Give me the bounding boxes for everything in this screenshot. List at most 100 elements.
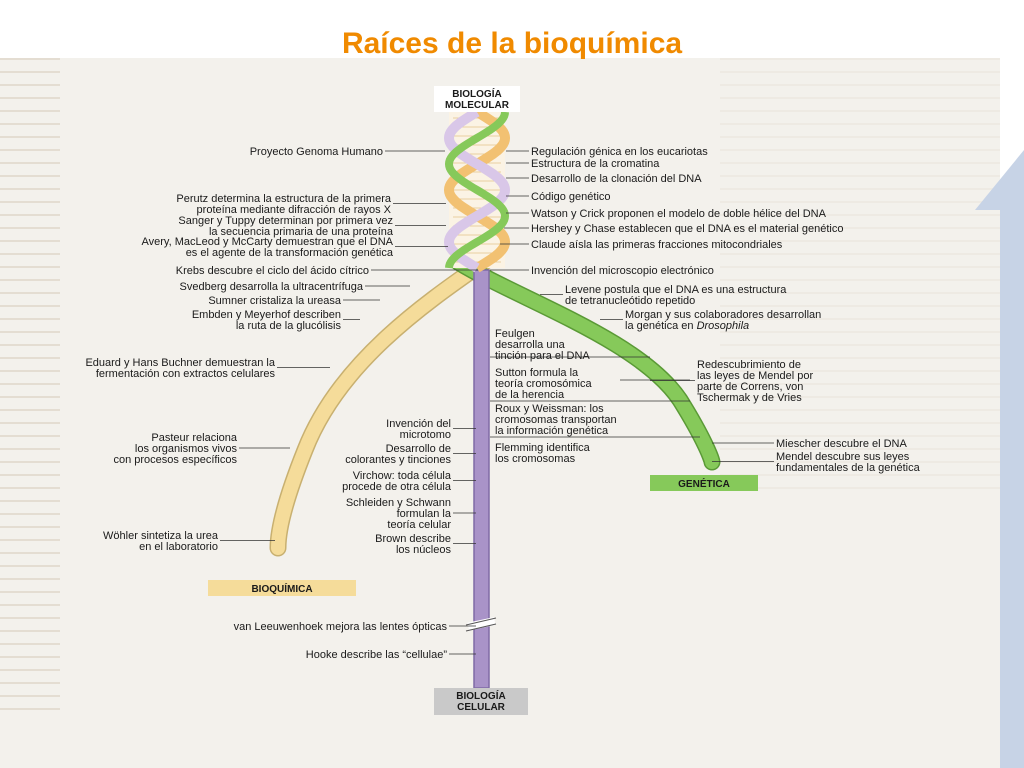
right-event-2-line-1: Estructura de la cromatina — [531, 158, 660, 170]
center-left-event-7: Hooke describe las “cellulae” — [306, 649, 448, 661]
right-event-6: Hershey y Chase establecen que el DNA es… — [531, 223, 843, 235]
right-event-13-line-1: Mendel descubre sus leyes — [776, 451, 910, 463]
left-event-4-line-1: Avery, MacLeod y McCarty demuestran que … — [142, 236, 394, 248]
left-event-9-line-2: fermentación con extractos celulares — [96, 368, 276, 380]
center-right-event-3-line-3: la información genética — [495, 425, 609, 437]
right-event-2: Estructura de la cromatina — [531, 158, 660, 170]
left-event-3-line-2: la secuencia primaria de una proteína — [209, 226, 394, 238]
right-event-10-line-1: Morgan y sus colaboradores desarrollan — [625, 309, 821, 321]
left-event-1-line-1: Proyecto Genoma Humano — [250, 146, 383, 158]
right-event-12: Miescher descubre el DNA — [776, 438, 907, 450]
left-event-11-line-2: en el laboratorio — [139, 541, 218, 553]
center-left-event-4-line-3: teoría celular — [387, 519, 451, 531]
left-event-8-line-2: la ruta de la glucólisis — [236, 320, 342, 332]
center-right-event-3-line-1: Roux y Weissman: los — [495, 403, 604, 415]
right-event-3: Desarrollo de la clonación del DNA — [531, 173, 702, 185]
left-event-10-line-2: los organismos vivos — [135, 443, 238, 455]
right-event-11-line-1: Redescubrimiento de — [697, 359, 801, 371]
center-left-event-2-line-2: colorantes y tinciones — [345, 454, 451, 466]
right-event-6-line-1: Hershey y Chase establecen que el DNA es… — [531, 223, 843, 235]
biochem-strand — [271, 251, 497, 555]
right-event-4: Código genético — [531, 191, 611, 203]
background-text-left — [0, 58, 60, 718]
right-event-9-line-2: de tetranucleótido repetido — [565, 295, 695, 307]
left-event-2: Perutz determina la estructura de la pri… — [176, 193, 391, 216]
left-event-7: Sumner cristaliza la ureasa — [208, 295, 342, 307]
left-event-2-line-1: Perutz determina la estructura de la pri… — [176, 193, 391, 205]
box-molecular-line2: MOLECULAR — [445, 100, 510, 111]
left-event-5: Krebs descubre el ciclo del ácido cítric… — [176, 265, 369, 277]
left-event-7-line-1: Sumner cristaliza la ureasa — [208, 295, 342, 307]
box-biologia-celular: BIOLOGÍA CELULAR — [434, 688, 528, 715]
box-celular-line1: BIOLOGÍA — [456, 689, 505, 702]
left-event-9: Eduard y Hans Buchner demuestran laferme… — [85, 357, 275, 380]
right-event-7-line-1: Claude aísla las primeras fracciones mit… — [531, 239, 783, 251]
left-event-11-line-1: Wöhler sintetiza la urea — [103, 530, 219, 542]
right-event-3-line-1: Desarrollo de la clonación del DNA — [531, 173, 702, 185]
center-left-event-1-line-1: Invención del — [386, 418, 451, 430]
right-event-8-line-1: Invención del microscopio electrónico — [531, 265, 714, 277]
break-mark-lower — [465, 623, 497, 632]
slide-title: Raíces de la bioquímica — [341, 27, 683, 60]
left-event-1: Proyecto Genoma Humano — [250, 146, 383, 158]
slide-decoration-band — [1000, 195, 1024, 768]
box-bioquimica: BIOQUÍMICA — [208, 580, 356, 596]
cell-strand-break — [467, 617, 496, 631]
center-left-event-6-line-1: van Leeuwenhoek mejora las lentes óptica… — [234, 621, 448, 633]
center-left-event-5-line-2: los núcleos — [396, 544, 452, 556]
genetics-strand — [451, 255, 719, 469]
box-celular-line2: CELULAR — [457, 702, 506, 713]
box-biologia-molecular: BIOLOGÍA MOLECULAR — [434, 86, 520, 112]
right-event-10-line-2: la genética en Drosophila — [625, 320, 749, 332]
left-event-10-line-1: Pasteur relaciona — [151, 432, 237, 444]
center-left-event-7-line-1: Hooke describe las “cellulae” — [306, 649, 448, 661]
center-right-event-1-line-3: tinción para el DNA — [495, 350, 590, 362]
center-left-event-3-line-2: procede de otra célula — [342, 481, 452, 493]
center-left-event-4-line-2: formulan la — [397, 508, 452, 520]
center-right-event-4-line-2: los cromosomas — [495, 453, 576, 465]
right-event-13-line-2: fundamentales de la genética — [776, 462, 921, 474]
left-event-3: Sanger y Tuppy determinan por primera ve… — [178, 215, 393, 238]
right-event-5: Watson y Crick proponen el modelo de dob… — [531, 208, 827, 220]
center-left-event-6: van Leeuwenhoek mejora las lentes óptica… — [234, 621, 448, 633]
double-helix — [443, 107, 511, 273]
leader-lines — [220, 150, 774, 655]
right-event-4-line-1: Código genético — [531, 191, 611, 203]
center-left-event-2-line-1: Desarrollo de — [386, 443, 451, 455]
left-event-5-line-1: Krebs descubre el ciclo del ácido cítric… — [176, 265, 369, 277]
box-genetica-label: GENÉTICA — [678, 477, 730, 490]
center-right-event-1-line-2: desarrolla una — [495, 339, 566, 351]
left-event-6-line-1: Svedberg desarrolla la ultracentrífuga — [180, 281, 364, 293]
center-left-event-3-line-1: Virchow: toda célula — [353, 470, 452, 482]
right-event-9-line-1: Levene postula que el DNA es una estruct… — [565, 284, 787, 296]
right-event-12-line-1: Miescher descubre el DNA — [776, 438, 907, 450]
center-right-event-3-line-2: cromosomas transportan — [495, 414, 617, 426]
left-event-6: Svedberg desarrolla la ultracentrífuga — [180, 281, 364, 293]
helix-strand-green — [444, 111, 510, 269]
right-event-10: Morgan y sus colaboradores desarrollanla… — [625, 309, 821, 332]
right-event-11-line-2: las leyes de Mendel por — [697, 370, 814, 382]
left-event-4-line-2: es el agente de la transformación genéti… — [186, 247, 394, 259]
center-right-event-2-line-3: de la herencia — [495, 389, 565, 401]
left-event-8-line-1: Embden y Meyerhof describen — [192, 309, 341, 321]
right-event-11-line-3: parte de Correns, von — [697, 381, 803, 393]
box-genetica: GENÉTICA — [650, 475, 758, 491]
box-molecular-line1: BIOLOGÍA — [452, 87, 501, 100]
right-event-9: Levene postula que el DNA es una estruct… — [565, 284, 787, 307]
center-right-event-2-line-1: Sutton formula la — [495, 367, 579, 379]
left-event-2-line-2: proteína mediante difracción de rayos X — [197, 204, 392, 216]
helix-strand-purple — [443, 107, 511, 273]
